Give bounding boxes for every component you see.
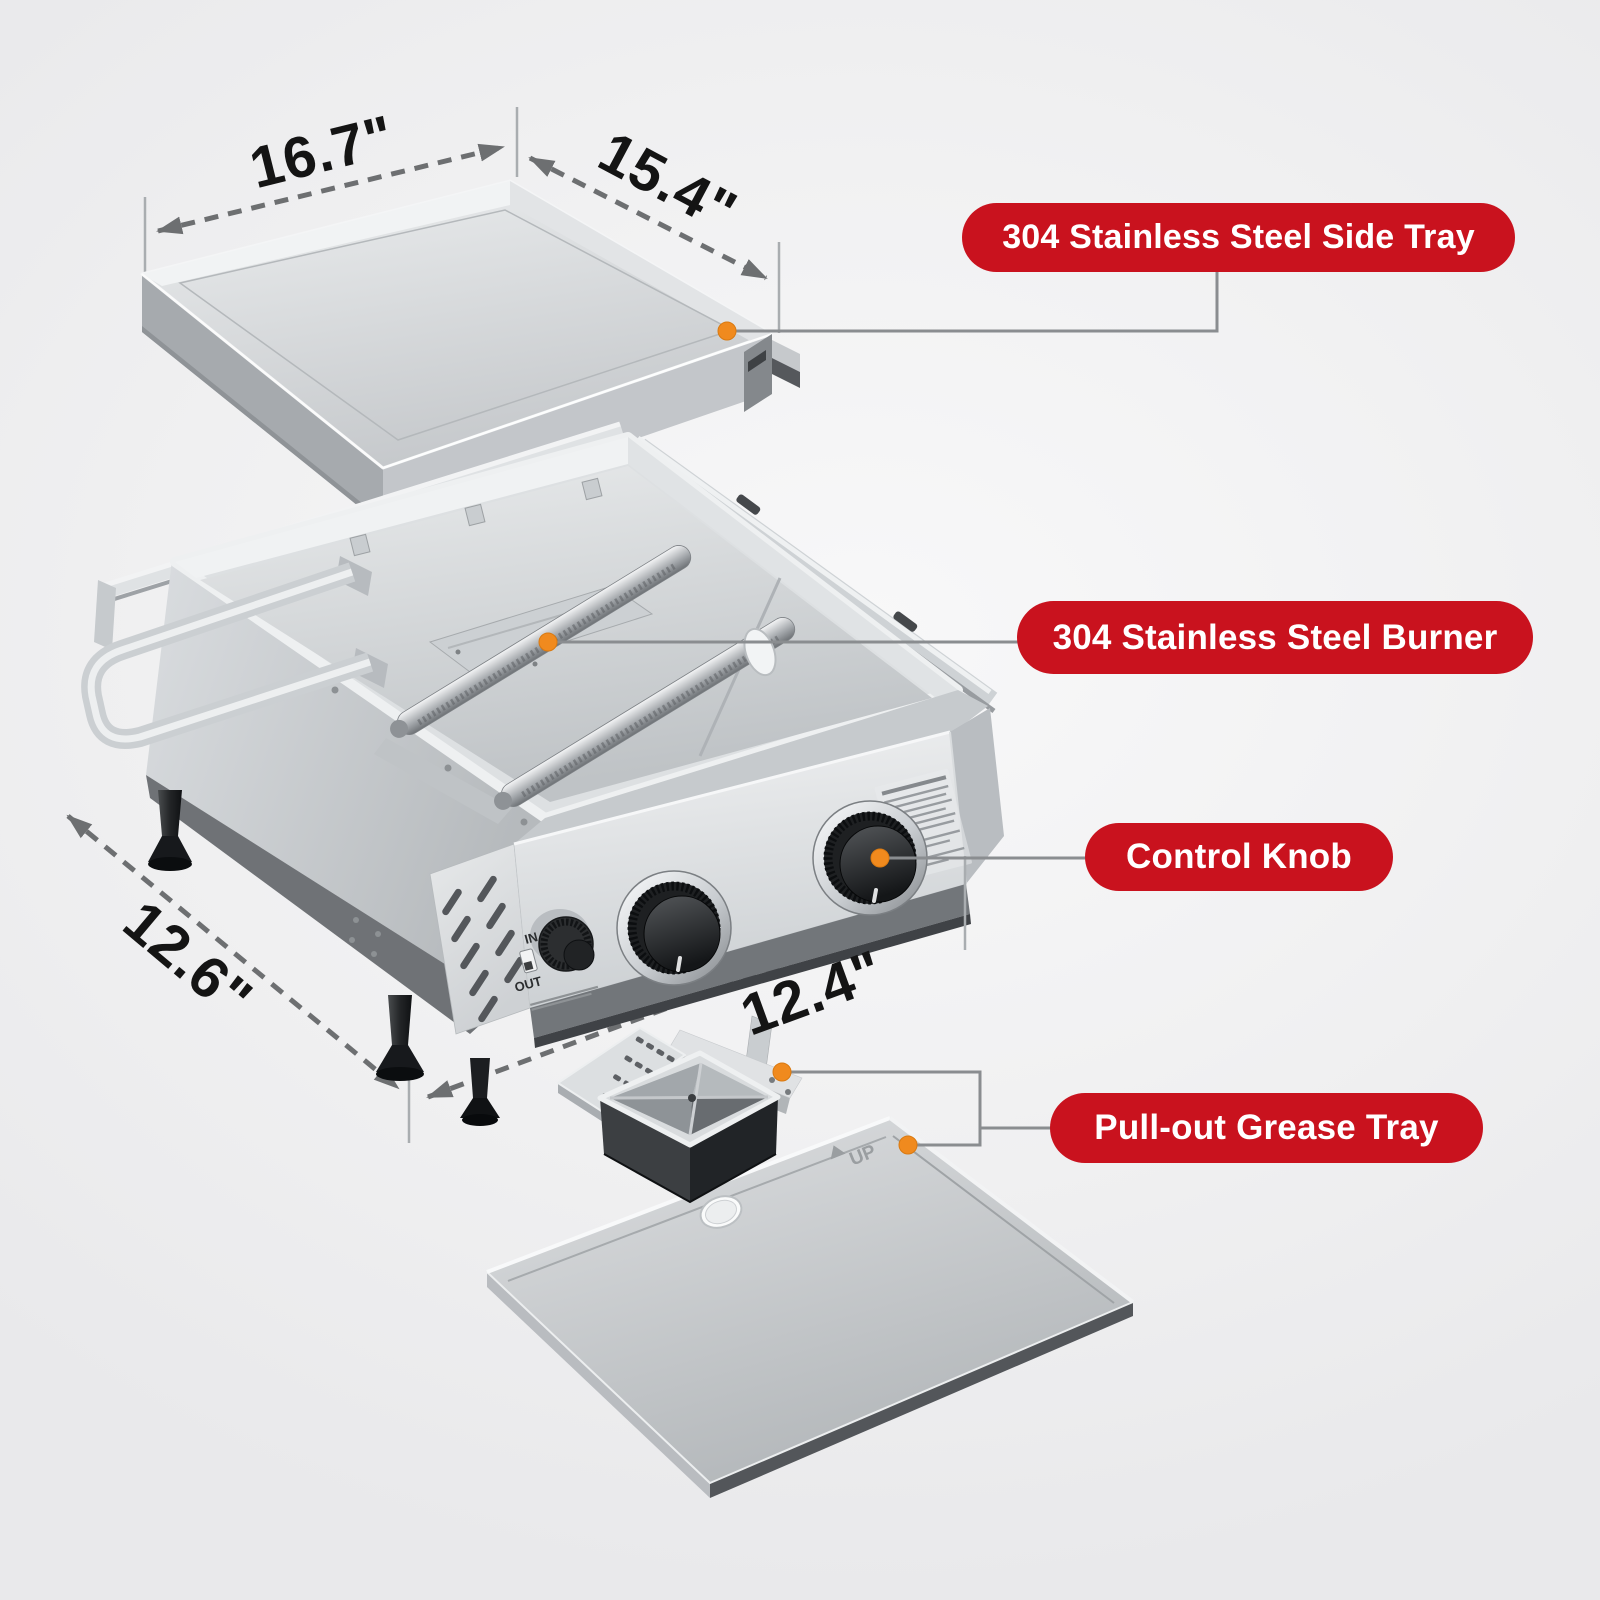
callout-dot-control-knob: [870, 848, 890, 868]
rivets: [218, 608, 528, 957]
callout-dot-grease-plate: [898, 1135, 918, 1155]
callout-connectors: [538, 270, 1219, 1155]
burner-tube: [494, 617, 796, 810]
gas-regulator: [530, 909, 595, 972]
side-tray-render: [140, 179, 800, 526]
vent-slots: [442, 875, 524, 1023]
in-out-marking: IN OUT: [513, 929, 543, 995]
callout-burner: 304 Stainless Steel Burner: [1017, 601, 1533, 674]
callout-dot-burner: [538, 632, 558, 652]
control-knob-right: [812, 800, 928, 916]
dimension-arrow-15-4: [528, 155, 768, 281]
grease-tray-render: [557, 1015, 803, 1204]
grill-body-render: IN OUT: [81, 421, 1004, 1126]
callout-dot-side-tray: [717, 321, 737, 341]
callout-control-knob: Control Knob: [1085, 823, 1393, 891]
side-handle: [81, 556, 388, 749]
callout-side-tray: 304 Stainless Steel Side Tray: [962, 203, 1515, 272]
dimension-arrow-16-7: [156, 143, 505, 235]
panel-label-in: IN: [523, 929, 539, 947]
bottom-plate-render: UP: [486, 1116, 1135, 1498]
callout-dot-grease-bracket: [772, 1062, 792, 1082]
grill-legs: [148, 790, 500, 1126]
interior-brackets: [349, 477, 603, 557]
panel-label-out: OUT: [513, 973, 543, 995]
callout-grease-tray: Pull-out Grease Tray: [1050, 1093, 1483, 1163]
front-fine-print: [529, 985, 599, 1011]
control-knob-left: [616, 870, 732, 986]
